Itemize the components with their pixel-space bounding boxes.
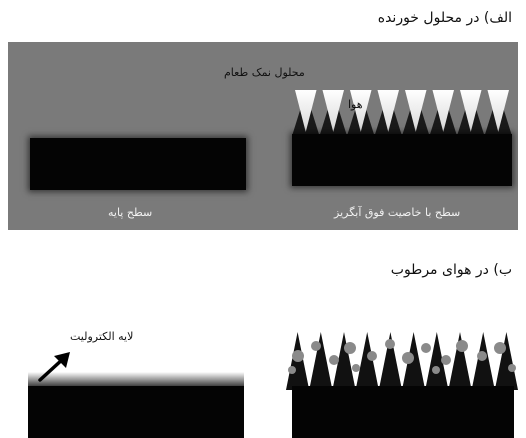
surface-spike <box>471 332 495 390</box>
water-droplet <box>352 364 360 372</box>
surface-spike <box>494 332 518 390</box>
water-droplet <box>288 366 296 374</box>
salt-solution-label: محلول نمک طعام <box>224 66 305 79</box>
surface-spike <box>448 332 472 390</box>
surface-spike <box>332 332 356 390</box>
base-surface-plate <box>30 138 246 190</box>
heading-humid-air: ب) در هوای مرطوب <box>390 262 512 278</box>
water-droplet <box>402 352 414 364</box>
air-pocket <box>405 90 427 132</box>
water-droplet <box>385 339 395 349</box>
air-pocket <box>377 90 399 132</box>
water-droplet <box>494 342 506 354</box>
water-droplet <box>421 343 431 353</box>
base-surface-plate-humid <box>28 386 244 438</box>
surface-spike <box>309 332 333 390</box>
air-pocket <box>322 90 344 132</box>
water-droplet <box>441 355 451 365</box>
water-droplet <box>367 351 377 361</box>
air-pocket <box>350 90 372 132</box>
air-pocket <box>460 90 482 132</box>
water-droplet <box>508 364 516 372</box>
water-droplet <box>432 366 440 374</box>
surface-spike <box>402 332 426 390</box>
water-droplet <box>477 351 487 361</box>
air-pocket <box>487 90 509 132</box>
surface-spike <box>355 332 379 390</box>
superhydrophobic-surface-label: سطح با خاصیت فوق آبگریز <box>334 206 461 219</box>
panel-corrosive-solution: محلول نمک طعام هوا سطح پایه سطح با خاصیت… <box>8 42 518 230</box>
droplet-covered-spikes <box>286 332 518 390</box>
superhydrophobic-surface-plate <box>292 134 512 186</box>
water-droplet <box>292 350 304 362</box>
water-droplet <box>329 355 339 365</box>
water-droplet <box>344 342 356 354</box>
air-label: هوا <box>348 98 363 111</box>
air-pocket-spikes <box>292 90 512 136</box>
superhydrophobic-surface-plate-humid <box>292 386 514 438</box>
electrolyte-layer-label: لایه الکترولیت <box>70 330 134 343</box>
heading-corrosive-solution: الف) در محلول خورنده <box>377 10 512 26</box>
water-droplet <box>456 340 468 352</box>
base-surface-label: سطح پایه <box>108 206 153 219</box>
air-pocket <box>432 90 454 132</box>
electrolyte-layer <box>28 372 244 388</box>
surface-spike <box>425 332 449 390</box>
air-pocket <box>295 90 317 132</box>
water-droplet <box>311 341 321 351</box>
surface-spike <box>378 332 402 390</box>
